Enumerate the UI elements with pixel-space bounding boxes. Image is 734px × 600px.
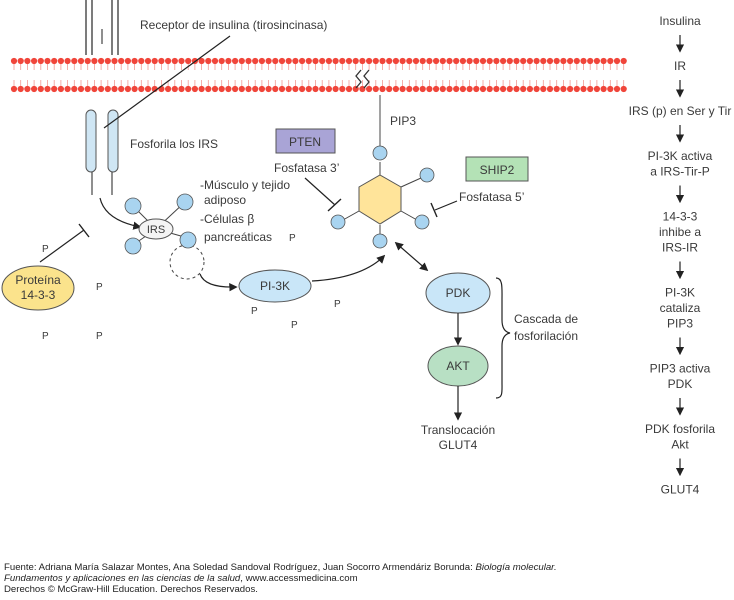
pathway-step-line: IR [674,59,686,73]
pip3-pdk-arrow [394,241,429,272]
cell-membrane [10,57,627,93]
irs-to-pi3k-arrow [199,273,238,292]
akt-label: AKT [446,359,470,373]
pi3k-node [238,269,312,303]
tissue-label-4: pancreáticas [204,230,272,244]
pi3k-label: PI-3K [260,279,290,293]
irs-label: IRS [147,224,165,236]
phosphate-label: P [96,282,103,293]
ship2-inhibition [434,200,458,211]
pathway-step-line: a IRS-Tir-P [650,165,710,179]
pathway-step-line: PDK fosforila [645,422,715,436]
pathway-step-line: IRS (p) en Ser y Tir [629,104,732,118]
fosfatasa3-label: Fosfatasa 3’ [274,161,339,175]
pathway-step-line: 14-3-3 [663,210,698,224]
pathway-step-4: PI-3K activa a IRS-Tir-P [648,149,713,179]
insulin-receptor [85,0,119,195]
tissue-label-2: adiposo [204,193,246,207]
fosforila-irs-label: Fosforila los IRS [130,137,218,151]
pathway-step-3: IRS (p) en Ser y Tir [629,104,732,118]
source-footer: Fuente: Adriana María Salazar Montes, An… [4,562,730,595]
pathway-step-line: cataliza [660,301,701,315]
protein-1433-label-1: Proteína [15,273,61,287]
pathway-step-line: PIP3 [667,317,693,331]
pten-label: PTEN [289,135,321,149]
protein-1433-label-2: 14-3-3 [21,288,56,302]
pip3-label: PIP3 [390,114,416,128]
translocation-label-2: GLUT4 [439,438,478,452]
phosphate-label: P [334,299,341,310]
receptor-label: Receptor de insulina (tirosincinasa) [140,18,327,32]
footer-line-3: Derechos © McGraw-Hill Education. Derech… [4,584,258,595]
inhibition-1433-to-irs [39,229,85,263]
phosphate-label: P [96,331,103,342]
irs-node [124,193,205,280]
pathway-step-line: GLUT4 [661,483,700,497]
footer-line-1: Fuente: Adriana María Salazar Montes, An… [4,562,557,573]
phosphate-label: P [251,306,258,317]
pathway-step-line: IRS-IR [662,241,698,255]
pathway-step-line: PIP3 activa [650,362,711,376]
cascade-bracket [495,277,511,399]
pten-box [275,128,336,154]
pathway-step-line: PI-3K [665,286,695,300]
tissue-label-1: -Músculo y tejido [200,178,290,192]
pathway-step-line: PDK [668,377,693,391]
footer-line-2: Fundamentos y aplicaciones en las cienci… [4,573,358,584]
pten-inhibition [304,177,336,206]
pathway-step-line: PI-3K activa [648,149,713,163]
pi3k-to-pip3-arrow [311,254,386,282]
phosphate-label: P [289,233,296,244]
pathway-step-line: Akt [671,438,689,452]
ship2-box [465,156,529,182]
cascade-label-1: Cascada de [514,312,578,326]
pathway-step-2: IR [674,59,686,73]
pathway-step-1: Insulina [659,14,701,28]
protein-14-3-3 [1,265,75,311]
receptor-to-irs-arrow [99,197,142,230]
cascade-label-2: fosforilación [514,329,578,343]
fosfatasa5-label: Fosfatasa 5’ [459,190,524,204]
pathway-step-9: GLUT4 [661,483,700,497]
translocation-label-1: Translocación [421,423,495,437]
phosphate-label: P [291,320,298,331]
tissue-label-3: -Células β [200,212,254,226]
phosphate-label: P [42,244,49,255]
pathway-step-line: Insulina [659,14,701,28]
pdk-label: PDK [446,286,471,300]
pip3-molecule [330,69,435,249]
ship2-label: SHIP2 [480,163,515,177]
pathway-step-line: inhibe a [659,225,701,239]
receptor-pointer [103,35,231,129]
phosphate-label: P [42,331,49,342]
